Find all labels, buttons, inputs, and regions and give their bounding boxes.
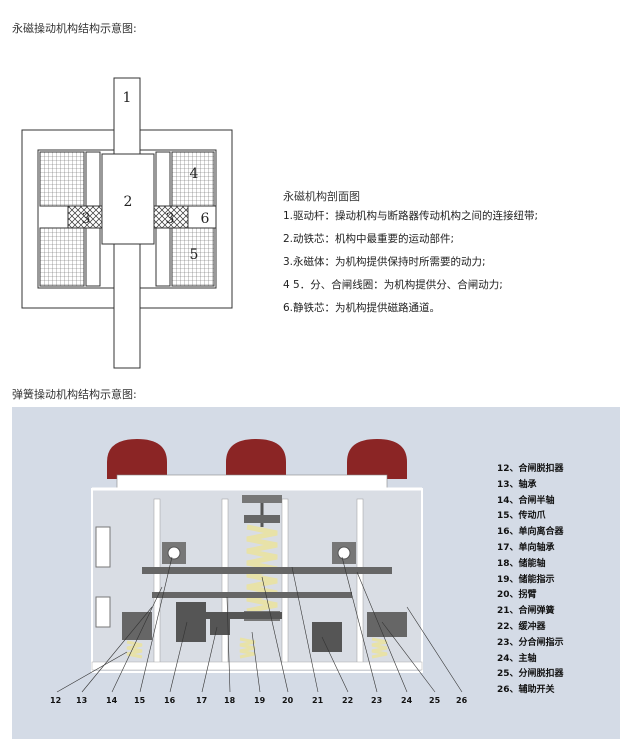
- legend-item: 13、轴承: [497, 479, 537, 490]
- part-label-3-right: 3: [166, 211, 175, 227]
- legend-item: 19、储能指示: [497, 574, 555, 585]
- callout-24: 24: [401, 696, 413, 705]
- permanent-magnet-heading: 永磁操动机构结构示意图:: [12, 22, 137, 35]
- part-description: 3.永磁体：为机构提供保持时所需要的动力;: [283, 256, 486, 268]
- callout-12: 12: [50, 696, 61, 705]
- callout-18: 18: [224, 696, 236, 705]
- permanent-magnet-part-list: 1.驱动杆：操动机构与断路器传动机构之间的连接纽带; 2.动铁芯：机构中最重要的…: [283, 210, 538, 325]
- main-shaft: [142, 567, 392, 574]
- legend-item: 17、单向轴承: [497, 542, 555, 553]
- part-label-1: 1: [123, 90, 132, 106]
- legend-item: 14、合闸半轴: [497, 495, 555, 506]
- legend-item: 22、缓冲器: [497, 621, 546, 632]
- legend-item: 23、分合闸指示: [497, 637, 564, 648]
- callout-14: 14: [106, 696, 118, 705]
- callout-20: 20: [282, 696, 294, 705]
- part-description: 2.动铁芯：机构中最重要的运动部件;: [283, 233, 455, 245]
- coil-top-right: [171, 151, 215, 207]
- legend-item: 12、合闸脱扣器: [497, 464, 564, 474]
- part-label-4: 4: [190, 166, 199, 182]
- callout-22: 22: [342, 696, 353, 705]
- callout-23: 23: [371, 696, 382, 705]
- legend-item: 25、分闸脱扣器: [497, 669, 564, 680]
- coil-bottom-right: [171, 227, 215, 287]
- part-label-6: 6: [201, 211, 210, 227]
- part-label-5: 5: [190, 247, 199, 263]
- part-description: 6.静铁芯：为机构提供磁路通道。: [283, 302, 441, 314]
- spring-mechanism-heading: 弹簧操动机构结构示意图:: [12, 388, 137, 401]
- legend-item: 18、储能轴: [497, 558, 546, 569]
- coil-bottom-left: [39, 227, 85, 287]
- spring-parts-legend: 12、合闸脱扣器 13、轴承 14、合闸半轴 15、传动爪 16、单向离合器 1…: [497, 463, 564, 700]
- insulators: [107, 439, 407, 479]
- legend-item: 16、单向离合器: [497, 527, 564, 538]
- legend-item: 15、传动爪: [497, 511, 546, 522]
- callout-21: 21: [312, 696, 324, 705]
- callout-16: 16: [164, 696, 176, 705]
- legend-item: 24、主轴: [497, 653, 537, 664]
- coil-top-left: [39, 151, 85, 207]
- spring-mechanism-panel: 12 13 14 15 16 17 18 19 20 21 22 23 24 2…: [12, 407, 620, 739]
- part-label-2: 2: [124, 194, 133, 210]
- callout-19: 19: [254, 696, 266, 705]
- callout-17: 17: [196, 696, 207, 705]
- callout-25: 25: [429, 696, 441, 705]
- legend-item: 21、合闸弹簧: [497, 606, 555, 617]
- part-description: 4 5．分、合闸线圈：为机构提供分、合闸动力;: [283, 279, 503, 291]
- legend-item: 26、辅助开关: [497, 685, 555, 696]
- callout-15: 15: [134, 696, 146, 705]
- cross-section-caption: 永磁机构剖面图: [283, 190, 360, 203]
- part-label-3-left: 3: [82, 211, 91, 227]
- moving-core: [101, 153, 155, 245]
- part-description: 1.驱动杆：操动机构与断路器传动机构之间的连接纽带;: [283, 210, 539, 222]
- callout-26: 26: [456, 696, 468, 705]
- legend-item: 20、拐臂: [497, 590, 537, 601]
- permanent-magnet-cross-section: 1 2 3 3 4 5 6: [21, 77, 233, 369]
- spring-mechanism-diagram: 12 13 14 15 16 17 18 19 20 21 22 23 24 2…: [50, 439, 468, 705]
- callout-13: 13: [76, 696, 87, 705]
